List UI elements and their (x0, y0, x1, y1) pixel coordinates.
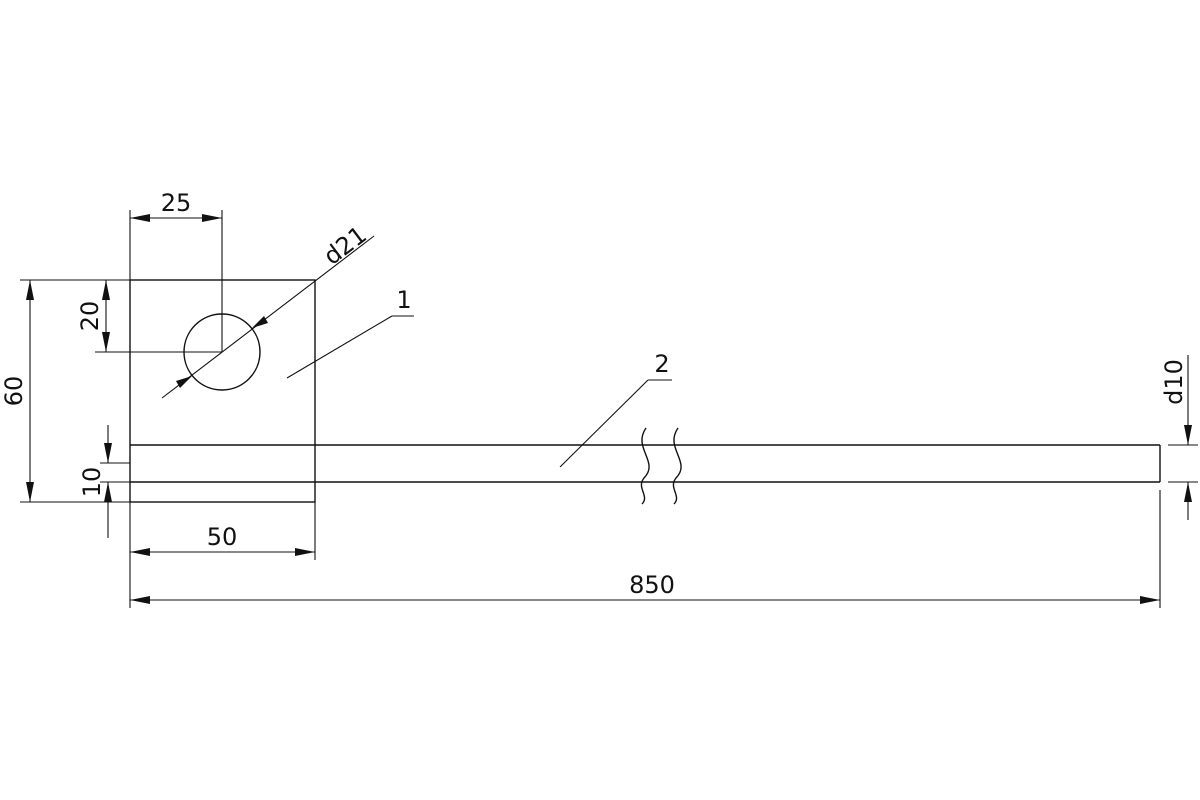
dim-label-50: 50 (207, 523, 238, 551)
break-line-left (640, 427, 650, 505)
dim-label-60: 60 (0, 376, 28, 407)
dimension-rod-diameter-left: 10 (78, 425, 130, 538)
dimension-hole-diameter: d21 (161, 221, 375, 399)
callout-part-2: 2 (559, 350, 672, 468)
callout-part-1: 1 (286, 286, 414, 379)
dim-label-25: 25 (161, 189, 192, 217)
dimension-plate-height: 60 (0, 279, 130, 503)
dimension-total-length: 850 (129, 490, 1161, 608)
dimension-hole-offset-y: 20 (76, 279, 222, 353)
rod-part-2 (130, 427, 1161, 505)
dim-label-d21: d21 (318, 221, 371, 271)
dim-label-d10: d10 (1160, 359, 1188, 405)
dimension-rod-diameter-right: d10 (1160, 355, 1198, 520)
dim-label-20: 20 (76, 301, 104, 332)
break-line-right (672, 427, 682, 505)
callout-label-2: 2 (654, 350, 669, 378)
dim-label-850: 850 (629, 571, 675, 599)
dim-label-10: 10 (78, 467, 106, 498)
dimension-plate-width: 50 (129, 502, 316, 560)
dimension-hole-offset-x: 25 (129, 189, 223, 352)
callout-label-1: 1 (396, 286, 411, 314)
